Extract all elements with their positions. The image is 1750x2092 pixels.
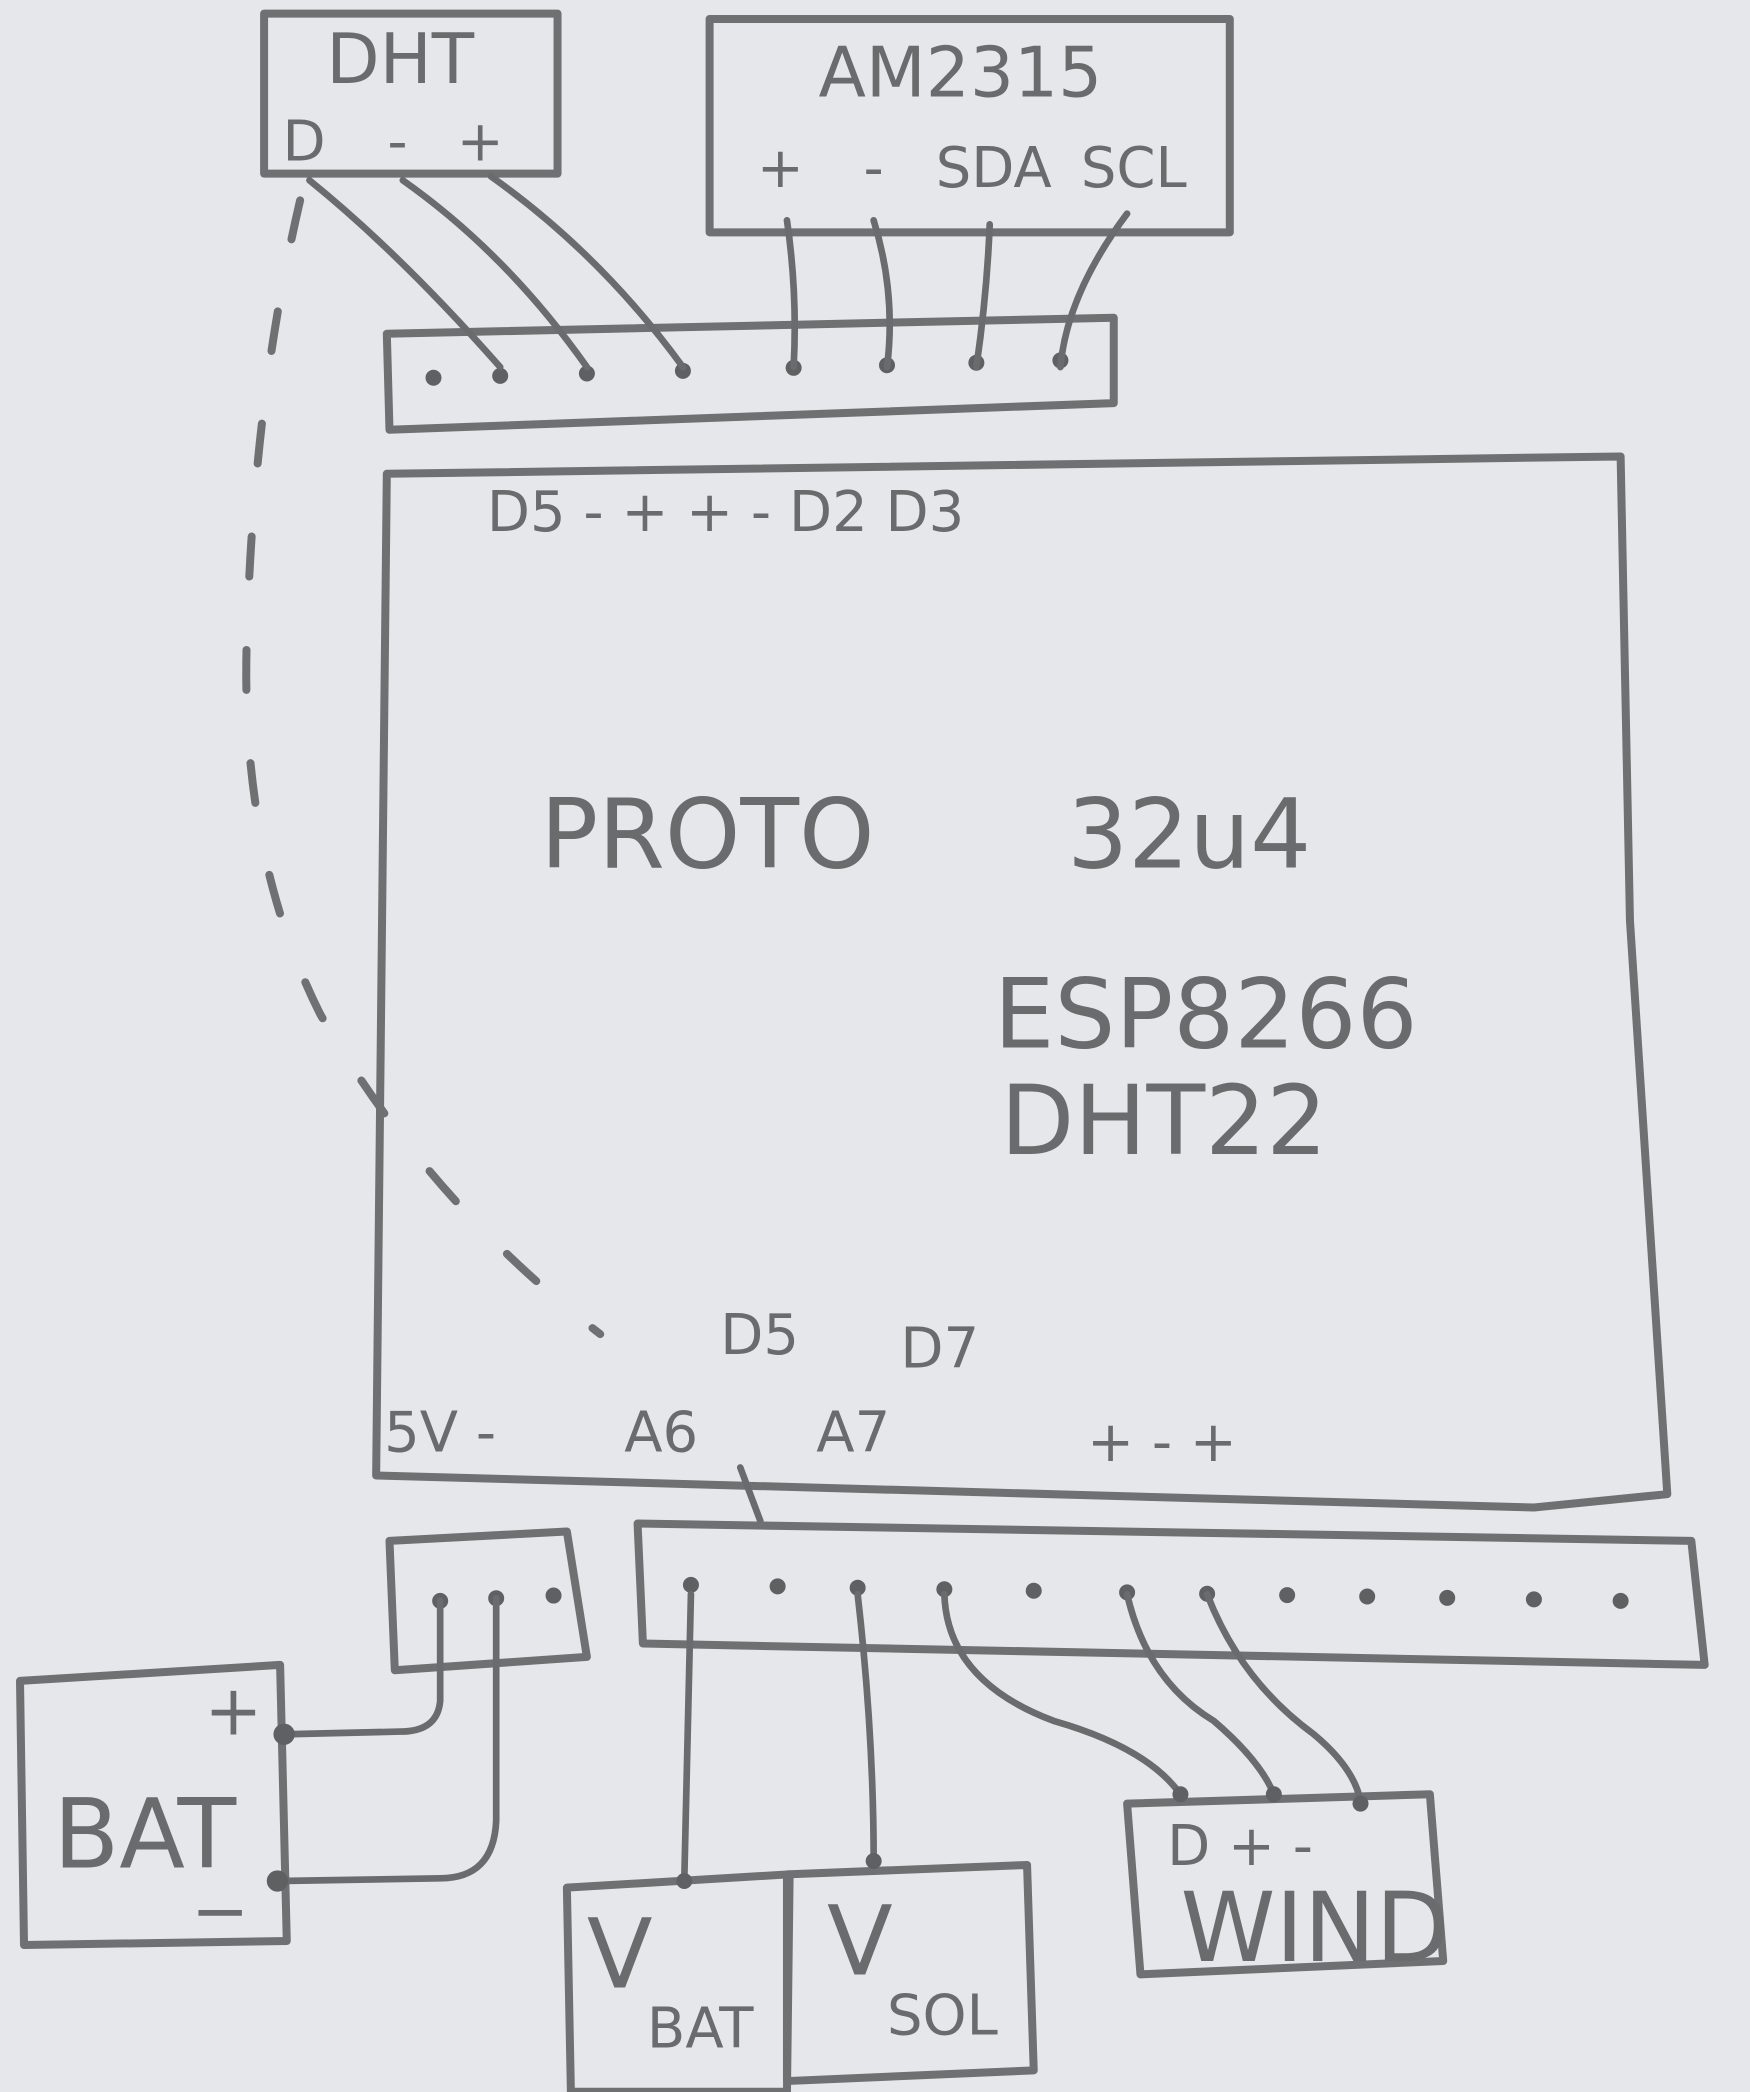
header-pin [1439, 1589, 1456, 1606]
board-name-32u4: 32u4 [1067, 778, 1311, 890]
header-pin [936, 1581, 953, 1598]
battery-plus: + [204, 1671, 262, 1751]
dht-pin-d: D [283, 109, 326, 174]
am2315-pin-sda: SDA [936, 136, 1052, 201]
am2315-pin-scl: SCL [1081, 136, 1187, 201]
vbat-v: V [587, 1899, 653, 2011]
vsol-v: V [827, 1885, 893, 1997]
vbat-sub: BAT [647, 1997, 754, 2062]
header-pin [1279, 1587, 1296, 1604]
proto-board: D5 - + + - D2 D3 PROTO 32u4 ESP8266 DHT2… [372, 452, 1672, 1525]
header-pin [769, 1578, 786, 1595]
header-pin [1525, 1591, 1542, 1608]
board-d7-label: D7 [900, 1316, 979, 1381]
header-pin [1612, 1592, 1629, 1609]
vsol-sub: SOL [887, 1983, 998, 2048]
board-top-pin-labels: D5 - + + - D2 D3 [487, 480, 964, 545]
top-wires [242, 173, 1131, 1339]
battery-box: + BAT − [16, 1594, 500, 1951]
power-connector [385, 1527, 591, 1675]
dht-title: DHT [326, 20, 475, 100]
header-pin [682, 1576, 699, 1593]
dht-sensor-box: DHT D - + [260, 9, 562, 178]
dht-pin-plus: + [457, 109, 504, 174]
wind-pins: D + - [1167, 1814, 1313, 1879]
board-name-proto: PROTO [540, 778, 874, 890]
battery-label: BAT [53, 1779, 236, 1891]
board-bottom-right-pins: + - + [1087, 1410, 1237, 1475]
header-pin [1025, 1582, 1042, 1599]
am2315-sensor-box: AM2315 + - SDA SCL [705, 14, 1234, 237]
board-a6-label: A6 [624, 1400, 698, 1465]
header-pin [578, 365, 595, 382]
vsol-box: V SOL [782, 1860, 1038, 2086]
header-pin [492, 367, 509, 384]
board-dht22-label: DHT22 [1000, 1065, 1327, 1177]
wind-sensor-box: D + - WIND [1123, 1790, 1449, 1984]
am2315-title: AM2315 [818, 33, 1102, 113]
battery-minus: − [191, 1871, 249, 1951]
wind-label: WIND [1180, 1872, 1449, 1984]
bottom-header-strip [633, 1519, 1709, 1669]
header-pin [849, 1579, 866, 1596]
board-5v-label: 5V - [384, 1400, 496, 1465]
board-d5-label: D5 [720, 1303, 799, 1368]
dht-pin-minus: - [387, 109, 407, 174]
am2315-pin-plus: + [757, 136, 804, 201]
board-esp8266-label: ESP8266 [994, 958, 1418, 1070]
header-pin [1359, 1588, 1376, 1605]
dashed-wire-dht-data [242, 196, 605, 1339]
bottom-wires [676, 1590, 1369, 1889]
board-a7-label: A7 [816, 1400, 890, 1465]
am2315-pin-minus: - [864, 136, 884, 201]
header-pin [425, 369, 442, 386]
